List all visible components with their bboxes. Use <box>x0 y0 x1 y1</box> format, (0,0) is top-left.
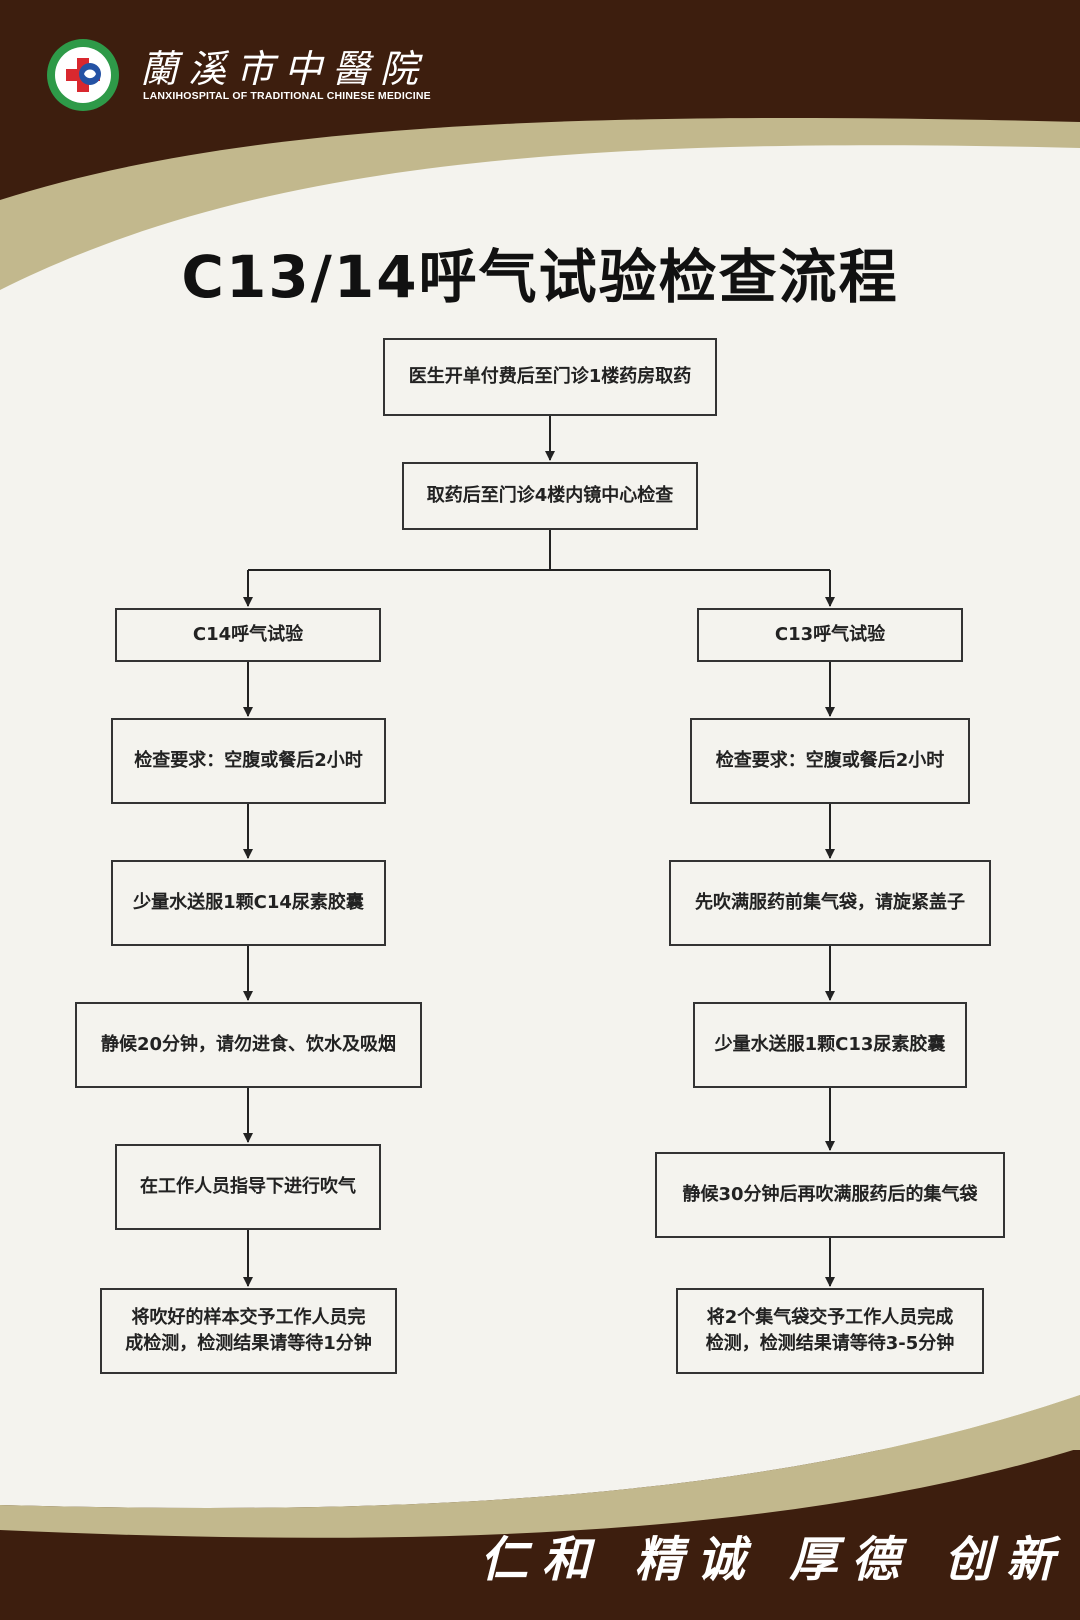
hospital-slogan: 仁和 精诚 厚德 创新 <box>480 1532 1069 1588</box>
c14-step-wait: 静候20分钟，请勿进食、饮水及吸烟 <box>75 1002 422 1088</box>
c14-step-requirement: 检查要求：空腹或餐后2小时 <box>111 718 386 804</box>
c14-step-submit-sample-line2: 成检测，检测结果请等待1分钟 <box>125 1333 372 1354</box>
step-go-endoscopy-center-text: 取药后至门诊4楼内镜中心检查 <box>426 485 674 506</box>
c13-step-submit-bags: 将2个集气袋交予工作人员完成 检测，检测结果请等待3-5分钟 <box>676 1288 984 1374</box>
hospital-name: 蘭溪市中醫院 <box>140 47 429 91</box>
c13-step-pre-bag-text: 先吹满服药前集气袋，请旋紧盖子 <box>695 892 965 913</box>
c14-step-take-capsule: 少量水送服1颗C14尿素胶囊 <box>111 860 386 946</box>
c13-step-take-capsule-text: 少量水送服1颗C13尿素胶囊 <box>714 1034 946 1055</box>
hospital-name-english: LANXIHOSPITAL OF TRADITIONAL CHINESE MED… <box>143 90 431 102</box>
c14-step-wait-text: 静候20分钟，请勿进食、饮水及吸烟 <box>100 1034 397 1055</box>
c13-step-submit-bags-line2: 检测，检测结果请等待3-5分钟 <box>705 1333 955 1354</box>
c14-branch-title: C14呼气试验 <box>115 608 381 662</box>
step-get-medicine: 医生开单付费后至门诊1楼药房取药 <box>383 338 717 416</box>
c13-step-pre-bag: 先吹满服药前集气袋，请旋紧盖子 <box>669 860 991 946</box>
c14-branch-title-text: C14呼气试验 <box>192 624 304 645</box>
hospital-logo-icon <box>47 39 119 111</box>
hospital-logo <box>46 38 120 112</box>
c13-step-requirement-text: 检查要求：空腹或餐后2小时 <box>715 750 945 771</box>
c13-branch-title-text: C13呼气试验 <box>774 624 886 645</box>
c13-step-wait-post-bag: 静候30分钟后再吹满服药后的集气袋 <box>655 1152 1005 1238</box>
c13-step-take-capsule: 少量水送服1颗C13尿素胶囊 <box>693 1002 967 1088</box>
c14-step-submit-sample-line1: 将吹好的样本交予工作人员完 <box>131 1307 366 1328</box>
c14-step-blow: 在工作人员指导下进行吹气 <box>115 1144 381 1230</box>
c14-step-submit-sample: 将吹好的样本交予工作人员完 成检测，检测结果请等待1分钟 <box>100 1288 397 1374</box>
c13-step-requirement: 检查要求：空腹或餐后2小时 <box>690 718 970 804</box>
c13-branch-title: C13呼气试验 <box>697 608 963 662</box>
step-get-medicine-text: 医生开单付费后至门诊1楼药房取药 <box>408 366 692 387</box>
step-go-endoscopy-center: 取药后至门诊4楼内镜中心检查 <box>402 462 698 530</box>
tan-swoosh-bottom <box>0 1395 1080 1538</box>
c13-step-submit-bags-line1: 将2个集气袋交予工作人员完成 <box>706 1307 954 1328</box>
page-title: C13/14呼气试验检查流程 <box>181 243 899 311</box>
c14-step-blow-text: 在工作人员指导下进行吹气 <box>140 1176 356 1197</box>
c14-step-requirement-text: 检查要求：空腹或餐后2小时 <box>134 750 363 771</box>
c13-step-wait-post-bag-text: 静候30分钟后再吹满服药后的集气袋 <box>682 1184 978 1205</box>
c14-step-take-capsule-text: 少量水送服1颗C14尿素胶囊 <box>133 892 364 913</box>
